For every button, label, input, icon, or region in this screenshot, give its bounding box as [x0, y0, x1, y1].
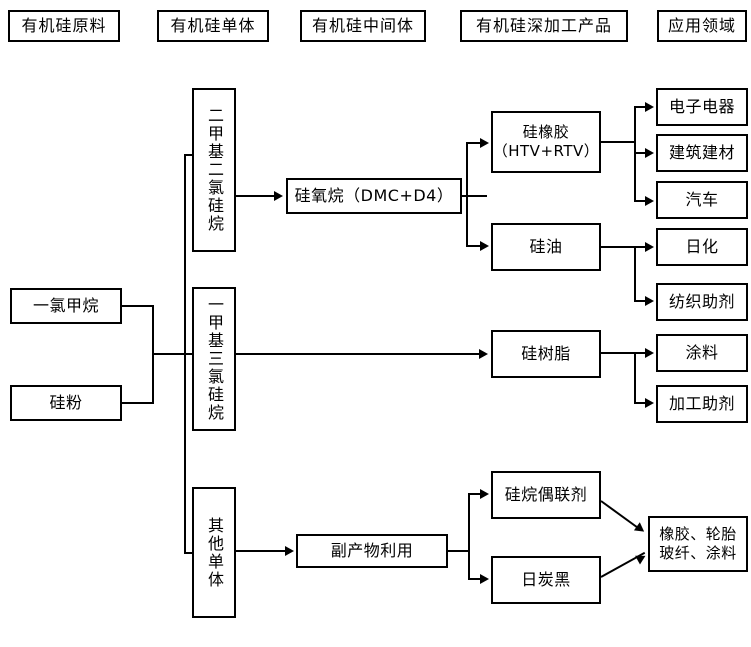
edge-rubber-to-construction: [634, 152, 648, 154]
node-product-silicone-resin: 硅树脂: [491, 330, 601, 378]
edge-raw-merge-to-trunk: [152, 353, 186, 355]
node-app-coatings: 涂料: [656, 334, 748, 372]
arrowhead-silicone-oil: [480, 241, 489, 251]
node-monomer-methyltrichlorosilane-label: 一甲基三氯硅烷: [205, 296, 224, 422]
node-raw-silicon-powder: 硅粉: [10, 385, 122, 421]
node-monomer-methyltrichlorosilane: 一甲基三氯硅烷: [192, 287, 236, 431]
column-header-products-label: 有机硅深加工产品: [475, 16, 612, 36]
edge-byproduct-out: [448, 550, 470, 552]
edge-m2-to-resin: [236, 353, 482, 355]
arrowhead-app-daily-chemicals: [645, 242, 654, 252]
arrowhead-app-electronics: [645, 102, 654, 112]
edge-rubber-fanout-vertical: [634, 106, 636, 202]
node-monomer-other: 其他单体: [192, 487, 236, 618]
edge-byproduct-split-vertical: [468, 493, 470, 580]
arrowhead-carbon-black: [480, 574, 489, 584]
edge-siloxane-to-oil: [466, 245, 483, 247]
column-header-intermediates-label: 有机硅中间体: [311, 16, 414, 36]
node-product-silane-coupling-agent-label: 硅烷偶联剂: [504, 485, 588, 505]
node-intermediate-byproduct-utilization-label: 副产物利用: [330, 541, 414, 561]
node-app-electronics: 电子电器: [656, 88, 748, 126]
column-header-monomers-label: 有机硅单体: [170, 16, 256, 36]
edge-rubber-to-electronics: [634, 106, 648, 108]
node-product-silicone-resin-label: 硅树脂: [521, 344, 571, 364]
node-raw-chloromethane: 一氯甲烷: [10, 288, 122, 324]
column-header-raw-materials-label: 有机硅原料: [21, 16, 107, 36]
node-raw-silicon-powder-label: 硅粉: [49, 393, 83, 413]
arrowhead-app-textile-auxiliaries: [645, 296, 654, 306]
edge-rubber-out: [601, 141, 636, 143]
node-product-silicone-rubber-label: 硅橡胶 （HTV+RTV）: [492, 123, 600, 160]
node-app-textile-auxiliaries: 纺织助剂: [656, 283, 748, 321]
edge-resin-out: [601, 352, 636, 354]
node-intermediate-byproduct-utilization: 副产物利用: [296, 534, 448, 568]
node-app-rubber-tire-glassfiber-coatings: 橡胶、轮胎 玻纤、涂料: [648, 516, 748, 572]
arrowhead-composite-from-carbon-black: [635, 551, 648, 565]
node-product-silicone-oil-label: 硅油: [529, 237, 563, 257]
node-app-daily-chemicals: 日化: [656, 228, 748, 266]
edge-chloromethane-out: [122, 305, 154, 307]
edge-siloxane-split-vertical: [466, 142, 468, 247]
node-app-rubber-tire-glassfiber-coatings-label: 橡胶、轮胎 玻纤、涂料: [659, 525, 737, 562]
node-raw-chloromethane-label: 一氯甲烷: [32, 296, 99, 316]
column-header-raw-materials: 有机硅原料: [8, 10, 120, 42]
column-header-intermediates: 有机硅中间体: [300, 10, 426, 42]
node-product-silane-coupling-agent: 硅烷偶联剂: [491, 471, 601, 519]
edge-m3-to-byproduct: [236, 550, 287, 552]
node-intermediate-siloxane: 硅氧烷（DMC+D4）: [286, 178, 462, 214]
node-product-silicone-rubber: 硅橡胶 （HTV+RTV）: [491, 111, 601, 173]
column-header-monomers: 有机硅单体: [157, 10, 269, 42]
edge-silane-to-composite: [600, 500, 641, 531]
arrowhead-app-automotive: [645, 196, 654, 206]
column-header-products: 有机硅深加工产品: [460, 10, 628, 42]
edge-rubber-to-automotive: [634, 200, 648, 202]
node-intermediate-siloxane-label: 硅氧烷（DMC+D4）: [294, 186, 454, 206]
node-app-daily-chemicals-label: 日化: [685, 237, 719, 257]
node-app-construction-label: 建筑建材: [668, 143, 735, 163]
arrowhead-app-processing-aids: [645, 398, 654, 408]
edge-m1-to-siloxane: [236, 195, 277, 197]
arrowhead-app-coatings: [645, 348, 654, 358]
node-app-processing-aids: 加工助剂: [656, 385, 748, 423]
edge-resin-to-processing-aids: [634, 402, 648, 404]
edge-resin-fanout-vertical: [634, 352, 636, 404]
arrowhead-silane-coupling-agent: [480, 489, 489, 499]
edge-byproduct-to-silane: [468, 493, 483, 495]
node-app-coatings-label: 涂料: [685, 343, 719, 363]
arrowhead-byproduct: [285, 546, 294, 556]
node-app-automotive-label: 汽车: [685, 190, 719, 210]
edge-oil-fanout-vertical: [634, 246, 636, 302]
arrowhead-app-construction: [645, 148, 654, 158]
arrowhead-siloxane: [274, 191, 283, 201]
arrowhead-silicone-resin: [479, 349, 488, 359]
node-app-textile-auxiliaries-label: 纺织助剂: [668, 292, 735, 312]
arrowhead-silicone-rubber: [480, 138, 489, 148]
edge-byproduct-to-carbon-black: [468, 578, 483, 580]
edge-siloxane-to-rubber: [466, 142, 483, 144]
edge-oil-to-textile: [634, 300, 648, 302]
node-app-automotive: 汽车: [656, 181, 748, 219]
node-app-processing-aids-label: 加工助剂: [668, 394, 735, 414]
column-header-applications-label: 应用领域: [667, 16, 736, 36]
edge-oil-to-daily-chemicals: [634, 246, 648, 248]
column-header-applications: 应用领域: [657, 10, 747, 42]
node-monomer-dimethyldichlorosilane-label: 二甲基二氯硅烷: [205, 107, 224, 233]
edge-siloxane-out: [462, 195, 487, 197]
edge-oil-out: [601, 246, 636, 248]
edge-silicon-powder-out: [122, 402, 154, 404]
node-app-electronics-label: 电子电器: [668, 97, 735, 117]
node-product-carbon-black: 日炭黑: [491, 556, 601, 604]
node-monomer-dimethyldichlorosilane: 二甲基二氯硅烷: [192, 88, 236, 252]
node-product-silicone-oil: 硅油: [491, 223, 601, 271]
node-monomer-other-label: 其他单体: [205, 516, 224, 589]
edge-resin-to-coatings: [634, 352, 648, 354]
node-app-construction: 建筑建材: [656, 134, 748, 172]
node-product-carbon-black-label: 日炭黑: [521, 570, 571, 590]
